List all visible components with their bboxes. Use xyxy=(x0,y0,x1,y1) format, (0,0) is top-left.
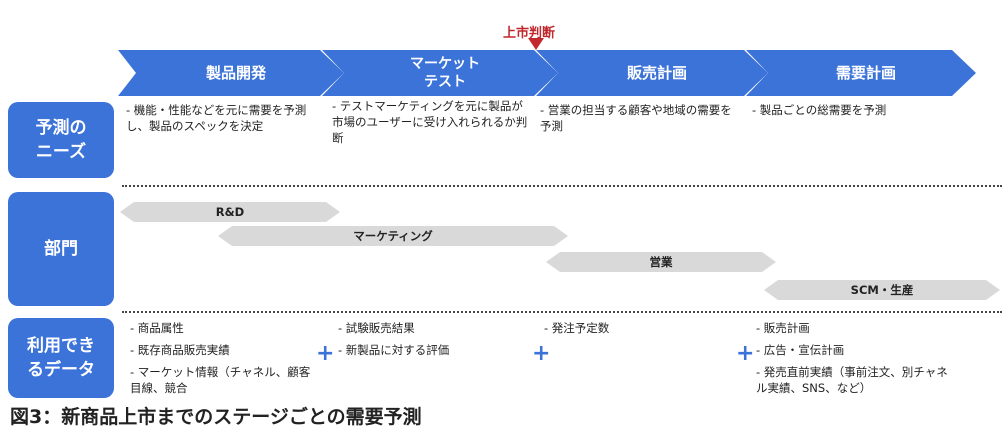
stage-product-development: 製品開発 xyxy=(118,50,344,96)
launch-decision-label: 上市判断 xyxy=(503,26,556,41)
stage-demand-plan: 需要計画 xyxy=(746,50,976,96)
figure-caption: 図3：新商品上市までのステージごとの需要予測 xyxy=(10,406,422,428)
needs-product-development: - 機能・性能などを元に需要を予測し、製品のスペックを決定 xyxy=(126,103,307,133)
stage-label: マーケット テスト xyxy=(410,56,480,90)
row-separator xyxy=(122,185,1002,187)
row-header-available-data: 利用でき るデータ xyxy=(8,318,114,398)
department-label: マーケティング xyxy=(353,229,433,243)
stage-label: 製品開発 xyxy=(205,64,266,82)
plus-icon: + xyxy=(316,341,335,366)
department-bar-marketing: マーケティング xyxy=(218,226,568,246)
department-bar-rnd: R&D xyxy=(120,202,340,222)
data-item: - 商品属性 xyxy=(130,321,184,335)
department-label: 営業 xyxy=(649,255,673,269)
needs-market-test: - テストマーケティングを元に製品が市場のユーザーに受け入れられるか判断 xyxy=(332,99,528,145)
data-item: - 発売直前実績（事前注文、別チャネル実績、SNS、など） xyxy=(756,365,948,395)
plus-icon: + xyxy=(532,341,551,366)
data-item: - 発注予定数 xyxy=(544,321,610,335)
department-label: R&D xyxy=(215,205,245,219)
data-item: - 広告・宣伝計画 xyxy=(756,343,845,357)
data-item: - 販売計画 xyxy=(756,321,810,335)
stage-market-test: マーケット テスト xyxy=(322,50,558,96)
row-header-departments: 部門 xyxy=(8,192,114,306)
needs-demand-plan: - 製品ごとの総需要を予測 xyxy=(752,103,887,117)
row-header-needs: 予測の ニーズ xyxy=(8,102,114,178)
launch-decision-marker-icon xyxy=(528,38,544,50)
stage-label: 販売計画 xyxy=(626,64,687,82)
data-item: - 新製品に対する評価 xyxy=(338,343,450,357)
data-item: - 既存商品販売実績 xyxy=(130,343,230,357)
stage-sales-plan: 販売計画 xyxy=(536,50,768,96)
department-bar-sales: 営業 xyxy=(546,252,776,272)
plus-icon: + xyxy=(736,341,755,366)
needs-sales-plan: - 営業の担当する顧客や地域の需要を予測 xyxy=(540,103,732,133)
department-label: SCM・生産 xyxy=(850,283,914,297)
data-item: - 試験販売結果 xyxy=(338,321,415,335)
row-separator xyxy=(122,311,1002,313)
stage-label: 需要計画 xyxy=(835,64,896,82)
department-bar-scm-production: SCM・生産 xyxy=(764,280,1000,300)
data-item: - マーケット情報（チャネル、顧客目線、競合 xyxy=(130,365,311,395)
